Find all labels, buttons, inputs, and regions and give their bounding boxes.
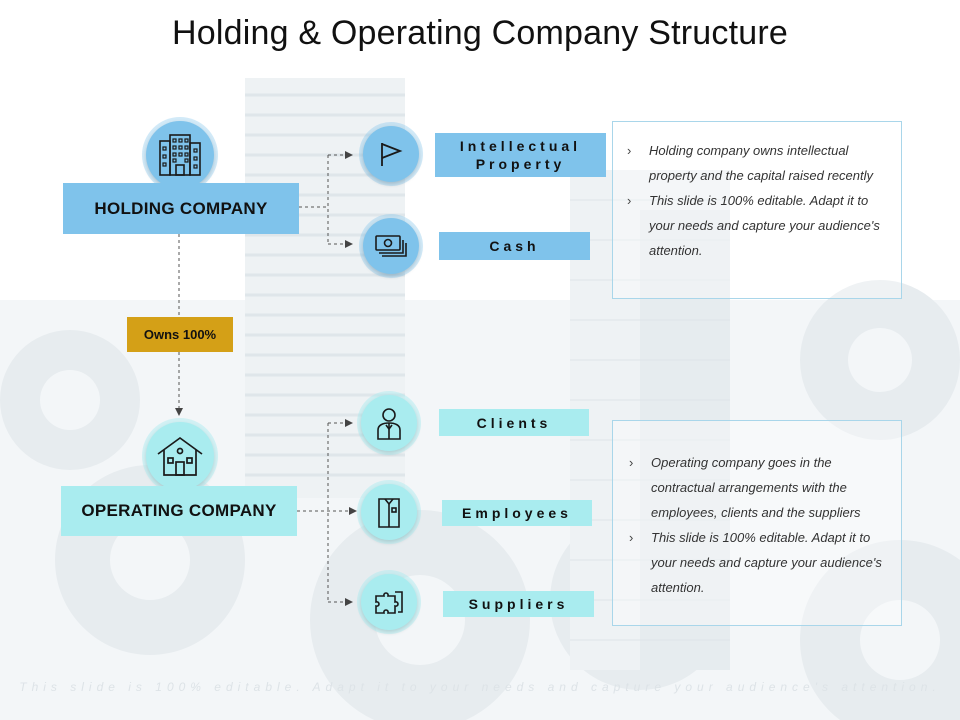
cash-icon-circle (363, 218, 419, 274)
flag-icon (381, 143, 403, 166)
operating-note-item: › This slide is 100% editable. Adapt it t… (629, 525, 885, 600)
operating-company-box: OPERATING COMPANY (61, 486, 297, 536)
holding-note-text: This slide is 100% editable. Adapt it to… (649, 193, 880, 258)
cash-icon (375, 235, 407, 257)
intellectual-property-label: Intellectual Property (435, 133, 606, 177)
suppliers-icon-circle (361, 574, 417, 630)
office-building-icon (159, 134, 201, 176)
bullet-chevron-icon: › (629, 455, 634, 470)
bullet-chevron-icon: › (627, 193, 632, 208)
clients-icon-circle (361, 395, 417, 451)
intellectual-property-icon-circle (363, 126, 419, 182)
clients-label: Clients (439, 409, 589, 436)
operating-note-text: This slide is 100% editable. Adapt it to… (651, 530, 882, 595)
ownership-badge: Owns 100% (127, 317, 233, 352)
operating-notes-box: › Operating company goes in the contractu… (612, 420, 902, 626)
cash-label: Cash (439, 232, 590, 260)
slide-title: Holding & Operating Company Structure (172, 14, 788, 52)
operating-note-item: › Operating company goes in the contractu… (629, 450, 885, 525)
house-icon (157, 436, 203, 476)
holding-company-icon-circle (146, 121, 214, 189)
footer-note: This slide is 100% editable. Adapt it to… (19, 680, 941, 694)
holding-notes-box: › Holding company owns intellectual prope… (612, 121, 902, 299)
employees-label: Employees (442, 500, 592, 526)
bullet-chevron-icon: › (629, 530, 634, 545)
uniform-shirt-icon (378, 498, 400, 528)
operating-note-text: Operating company goes in the contractua… (651, 455, 861, 520)
holding-note-text: Holding company owns intellectual proper… (649, 143, 874, 183)
holding-note-item: › Holding company owns intellectual prope… (627, 138, 887, 188)
holding-note-item: › This slide is 100% editable. Adapt it t… (627, 188, 887, 263)
puzzle-piece-icon (375, 591, 403, 614)
holding-company-box: HOLDING COMPANY (63, 183, 299, 234)
bullet-chevron-icon: › (627, 143, 632, 158)
person-icon (377, 408, 401, 440)
suppliers-label: Suppliers (443, 591, 594, 617)
operating-company-icon-circle (146, 422, 214, 490)
employees-icon-circle (361, 484, 417, 540)
